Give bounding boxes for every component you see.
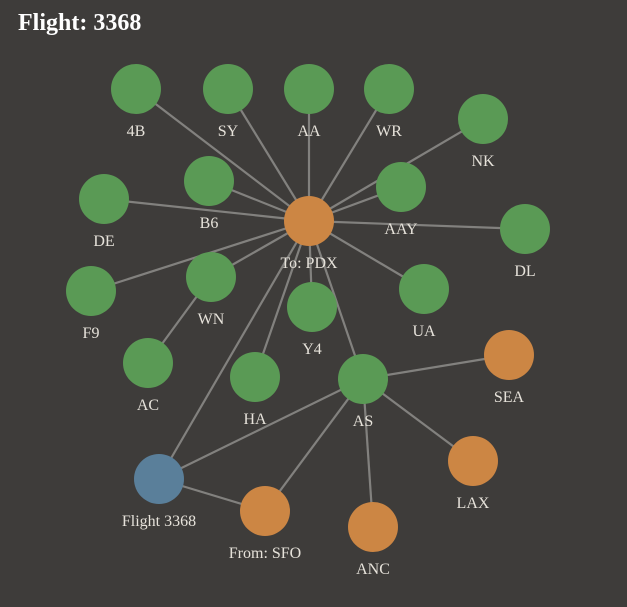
node-circle-4b[interactable] bbox=[111, 64, 161, 114]
edge-to-pdx-sy bbox=[227, 88, 310, 222]
node-label-wn: WN bbox=[198, 311, 225, 328]
node-ac[interactable]: AC bbox=[123, 338, 173, 414]
node-wr[interactable]: WR bbox=[364, 64, 414, 140]
node-label-de: DE bbox=[93, 233, 114, 250]
node-y4[interactable]: Y4 bbox=[287, 282, 337, 358]
node-circle-de[interactable] bbox=[79, 174, 129, 224]
node-label-4b: 4B bbox=[127, 123, 146, 140]
page-title: Flight: 3368 bbox=[18, 10, 142, 36]
edge-as-from-sfo bbox=[264, 378, 364, 512]
node-label-aa: AA bbox=[297, 123, 321, 140]
node-anc[interactable]: ANC bbox=[348, 502, 398, 578]
node-label-from-sfo: From: SFO bbox=[229, 545, 301, 562]
node-aay[interactable]: AAY bbox=[376, 162, 426, 238]
node-de[interactable]: DE bbox=[79, 174, 129, 250]
node-ha[interactable]: HA bbox=[230, 352, 280, 428]
node-label-b6: B6 bbox=[200, 215, 219, 232]
edge-to-pdx-de bbox=[103, 197, 310, 223]
node-label-y4: Y4 bbox=[302, 341, 322, 358]
node-from-sfo[interactable]: From: SFO bbox=[229, 486, 301, 562]
node-circle-ua[interactable] bbox=[399, 264, 449, 314]
node-circle-sy[interactable] bbox=[203, 64, 253, 114]
node-label-nk: NK bbox=[471, 153, 495, 170]
edge-as-flight bbox=[158, 378, 364, 480]
node-label-to-pdx: To: PDX bbox=[280, 255, 338, 272]
node-circle-aay[interactable] bbox=[376, 162, 426, 212]
node-nk[interactable]: NK bbox=[458, 94, 508, 170]
node-label-sy: SY bbox=[218, 123, 239, 140]
edge-to-pdx-dl bbox=[308, 219, 526, 231]
node-label-ha: HA bbox=[243, 411, 267, 428]
node-circle-aa[interactable] bbox=[284, 64, 334, 114]
node-to-pdx[interactable]: To: PDX bbox=[280, 196, 338, 272]
node-circle-y4[interactable] bbox=[287, 282, 337, 332]
node-circle-to-pdx[interactable] bbox=[284, 196, 334, 246]
node-wn[interactable]: WN bbox=[186, 252, 236, 328]
node-as[interactable]: AS bbox=[338, 354, 388, 430]
node-circle-anc[interactable] bbox=[348, 502, 398, 552]
node-circle-wr[interactable] bbox=[364, 64, 414, 114]
node-label-ac: AC bbox=[137, 397, 159, 414]
node-aa[interactable]: AA bbox=[284, 64, 334, 140]
node-circle-ac[interactable] bbox=[123, 338, 173, 388]
node-circle-f9[interactable] bbox=[66, 266, 116, 316]
node-circle-from-sfo[interactable] bbox=[240, 486, 290, 536]
node-flight[interactable]: Flight 3368 bbox=[122, 454, 196, 530]
node-label-anc: ANC bbox=[356, 561, 390, 578]
edge-to-pdx-4b bbox=[135, 88, 310, 222]
node-label-sea: SEA bbox=[494, 389, 525, 406]
node-label-flight: Flight 3368 bbox=[122, 513, 196, 530]
node-circle-nk[interactable] bbox=[458, 94, 508, 144]
node-lax[interactable]: LAX bbox=[448, 436, 498, 512]
node-sy[interactable]: SY bbox=[203, 64, 253, 140]
node-label-lax: LAX bbox=[457, 495, 490, 512]
node-sea[interactable]: SEA bbox=[484, 330, 534, 406]
node-circle-wn[interactable] bbox=[186, 252, 236, 302]
edge-to-pdx-flight bbox=[158, 220, 310, 480]
node-b6[interactable]: B6 bbox=[184, 156, 234, 232]
node-label-as: AS bbox=[353, 413, 373, 430]
node-circle-as[interactable] bbox=[338, 354, 388, 404]
node-label-wr: WR bbox=[376, 123, 402, 140]
node-circle-lax[interactable] bbox=[448, 436, 498, 486]
node-label-f9: F9 bbox=[83, 325, 100, 342]
node-circle-ha[interactable] bbox=[230, 352, 280, 402]
node-label-aay: AAY bbox=[384, 221, 418, 238]
node-dl[interactable]: DL bbox=[500, 204, 550, 280]
node-ua[interactable]: UA bbox=[399, 264, 449, 340]
node-circle-sea[interactable] bbox=[484, 330, 534, 380]
node-4b[interactable]: 4B bbox=[111, 64, 161, 140]
node-label-ua: UA bbox=[412, 323, 436, 340]
node-label-dl: DL bbox=[514, 263, 535, 280]
edge-to-pdx-ha bbox=[253, 220, 311, 378]
node-circle-dl[interactable] bbox=[500, 204, 550, 254]
node-f9[interactable]: F9 bbox=[66, 266, 116, 342]
edge-to-pdx-wr bbox=[308, 88, 390, 222]
node-circle-b6[interactable] bbox=[184, 156, 234, 206]
node-circle-flight[interactable] bbox=[134, 454, 184, 504]
